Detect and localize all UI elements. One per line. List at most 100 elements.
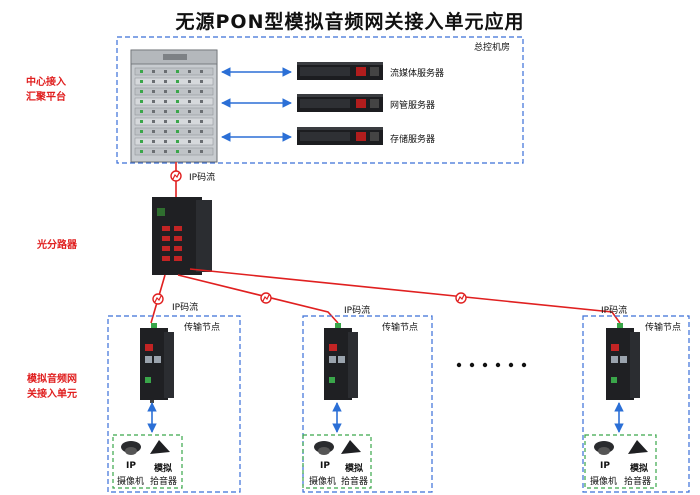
olt-port-led: [176, 110, 179, 113]
server-storage: [297, 127, 383, 145]
olt-port-led: [164, 90, 167, 93]
olt-card-slot: [134, 107, 214, 116]
ip-stream-label-node1: IP码流: [172, 303, 199, 313]
olt-port-led: [176, 120, 179, 123]
label-splitter: 光分路器: [37, 240, 77, 251]
terminal-box-2: [302, 434, 372, 489]
label-gateway-line2: 关接入单元: [27, 389, 77, 400]
olt-chassis: [130, 49, 218, 163]
olt-card-slot: [134, 97, 214, 106]
olt-port-led: [200, 150, 203, 153]
olt-port-led: [188, 140, 191, 143]
olt-port-led: [164, 120, 167, 123]
olt-port-led: [164, 140, 167, 143]
olt-card-slot: [134, 117, 214, 126]
olt-port-led: [176, 150, 179, 153]
pickup-label-2-line1: 模拟: [345, 464, 364, 474]
ip-stream-label-top: IP码流: [189, 173, 216, 183]
ip-stream-label-node3: IP码流: [601, 306, 628, 316]
olt-port-led: [188, 150, 191, 153]
server-management: [297, 94, 383, 112]
olt-port-led: [140, 70, 143, 73]
olt-port-led: [164, 150, 167, 153]
olt-port-led: [176, 140, 179, 143]
olt-port-led: [200, 120, 203, 123]
olt-port-led: [188, 90, 191, 93]
camera-label-3-line2: 摄像机: [590, 477, 618, 487]
camera-label-2-line2: 摄像机: [309, 477, 337, 487]
label-gateway-line1: 模拟音频网: [27, 374, 77, 385]
olt-port-led: [188, 70, 191, 73]
label-central-line1: 中心接入: [26, 77, 66, 88]
olt-port-led: [176, 80, 179, 83]
pickup-label-2-line2: 拾音器: [341, 477, 369, 487]
olt-card-slot: [134, 147, 214, 156]
fiber-symbol-top: [170, 170, 182, 182]
page-title: 无源PON型模拟音频网关接入单元应用: [175, 11, 525, 33]
camera-label-1-line1: IP: [126, 461, 136, 471]
node-box-2: [302, 315, 433, 493]
olt-port-led: [200, 130, 203, 133]
terminal-box-1: [112, 434, 183, 489]
gateway-device-1: [140, 323, 174, 403]
olt-port-led: [188, 80, 191, 83]
olt-port-led: [152, 150, 155, 153]
olt-port-led: [140, 80, 143, 83]
olt-port-led: [140, 150, 143, 153]
olt-card-slots: [134, 67, 214, 156]
pickup-icon-1: [150, 440, 170, 454]
pickup-label-3-line1: 模拟: [630, 464, 649, 474]
olt-port-led: [188, 120, 191, 123]
olt-port-led: [176, 100, 179, 103]
olt-port-led: [152, 70, 155, 73]
olt-port-led: [164, 110, 167, 113]
olt-port-led: [176, 70, 179, 73]
olt-port-led: [152, 100, 155, 103]
olt-port-led: [152, 110, 155, 113]
pickup-label-1-line2: 拾音器: [150, 477, 178, 487]
node-label-2: 传输节点: [382, 323, 419, 333]
server-label-streaming: 流媒体服务器: [390, 69, 445, 79]
pickup-label-3-line2: 拾音器: [624, 477, 652, 487]
node-box-3: [582, 315, 690, 493]
pickup-icon-3: [628, 440, 648, 454]
node-label-3: 传输节点: [645, 323, 682, 333]
server-label-management: 网管服务器: [390, 101, 436, 111]
olt-port-led: [140, 110, 143, 113]
olt-port-led: [140, 130, 143, 133]
control-room-label: 总控机房: [474, 43, 511, 53]
label-central-line2: 汇聚平台: [26, 92, 66, 103]
server-streaming: [297, 62, 383, 80]
olt-card-slot: [134, 87, 214, 96]
olt-card-slot: [134, 77, 214, 86]
olt-port-led: [152, 80, 155, 83]
ip-stream-label-node2: IP码流: [344, 306, 371, 316]
ip-camera-icon-2: [314, 441, 334, 455]
node-box-1: [107, 315, 241, 493]
fiber-symbol-node2: [260, 292, 272, 304]
olt-port-led: [152, 120, 155, 123]
fiber-symbol-node1: [152, 293, 164, 305]
olt-port-led: [140, 140, 143, 143]
control-room-box: [116, 36, 524, 164]
olt-port-led: [164, 130, 167, 133]
olt-card-slot: [134, 67, 214, 76]
olt-port-led: [176, 130, 179, 133]
olt-port-led: [200, 100, 203, 103]
olt-port-led: [200, 70, 203, 73]
olt-card-slot: [134, 137, 214, 146]
node-label-1: 传输节点: [184, 323, 221, 333]
olt-port-led: [200, 140, 203, 143]
olt-card-slot: [134, 127, 214, 136]
pickup-label-1-line1: 模拟: [154, 464, 173, 474]
fiber-splitter-node2: [177, 274, 339, 324]
fiber-symbol-node3: [455, 292, 467, 304]
olt-port-led: [164, 80, 167, 83]
optical-splitter: [152, 197, 212, 275]
pickup-icon-2: [341, 440, 361, 454]
server-label-storage: 存储服务器: [390, 135, 436, 145]
label-gateway-unit: 模拟音频网 关接入单元: [27, 372, 77, 402]
olt-port-led: [200, 90, 203, 93]
olt-port-led: [140, 90, 143, 93]
